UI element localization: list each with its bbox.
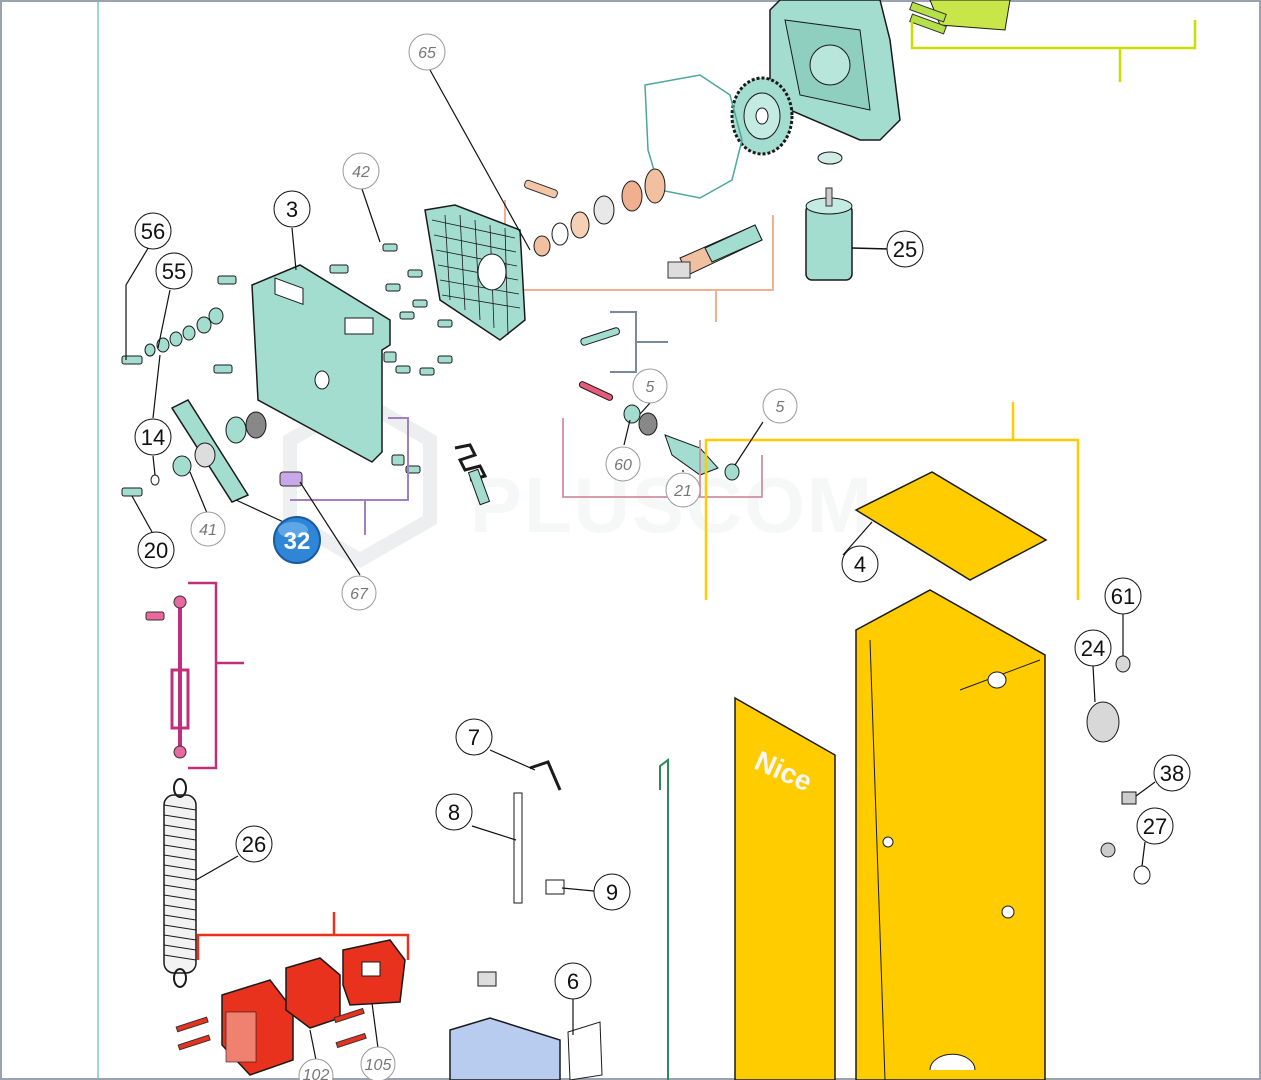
svg-text:26: 26 [242,832,266,857]
callout-c24: 24 [1074,629,1112,667]
callout-c7: 7 [455,718,493,756]
svg-text:27: 27 [1143,814,1167,839]
callout-c5b: 5 [762,388,798,424]
svg-text:56: 56 [141,219,165,244]
red-parts [175,939,406,1076]
gasket [644,74,743,199]
callout-c14: 14 [134,418,172,456]
control-unit [449,1017,561,1080]
svg-text:20: 20 [144,538,168,563]
svg-text:8: 8 [448,800,460,825]
bearing-stack [524,168,666,257]
screws-group [121,243,453,497]
cabinet-door: Nice [734,696,836,1080]
callout-c56: 56 [134,212,172,250]
small-connector [477,971,497,987]
svg-text:7: 7 [468,725,480,750]
part-8-bar [513,792,523,904]
balance-spring [163,778,197,988]
gearbox-housing [769,0,901,141]
svg-text:3: 3 [286,197,298,222]
part-7-lever [529,760,562,791]
callout-c9: 9 [593,873,631,911]
grid-cover-plate [424,204,526,341]
salmon-bracket [504,200,774,322]
selected-badge-label: 32 [284,528,311,555]
svg-text:4: 4 [854,552,866,577]
lever-arm [150,399,267,503]
callout-c26: 26 [235,825,273,863]
part-24-cap [1086,701,1120,743]
callout-c38: 38 [1153,754,1191,792]
part-27-clip [1100,842,1116,858]
selected-part-badge[interactable]: 32 [273,516,321,564]
part-38-nut [1121,791,1137,805]
red-bracket [196,912,410,960]
callout-c105: 105 [360,1046,396,1080]
svg-text:6: 6 [567,969,579,994]
green-cable [659,758,669,1080]
worm-shaft-parts [578,327,740,481]
callout-c42: 42 [342,152,380,190]
callout-c67: 67 [341,575,377,611]
part-6-plate [567,1021,603,1080]
callout-c65: 65 [408,33,446,71]
washer-stack [144,307,224,357]
part-9-bracket [545,879,565,895]
callout-c21: 21 [665,472,701,508]
svg-text:65: 65 [418,45,436,62]
svg-text:14: 14 [141,425,165,450]
part-67-clip [279,471,303,487]
yellow-bracket [704,402,1080,600]
green-pcb-part [909,0,1011,35]
callout-c3: 3 [273,190,311,228]
svg-text:24: 24 [1081,636,1105,661]
callout-c4: 4 [841,545,879,583]
callout-c20: 20 [137,531,175,569]
callout-c6: 6 [554,962,592,1000]
callout-c55: 55 [155,252,193,290]
callout-c102: 102 [298,1058,334,1080]
svg-text:25: 25 [893,237,917,262]
svg-text:21: 21 [673,483,692,500]
callout-c8: 8 [435,793,473,831]
cabinet-lid [854,471,1048,581]
small-spring [454,443,491,506]
tension-rod [145,595,190,759]
svg-text:67: 67 [350,586,369,603]
callout-c61: 61 [1104,577,1142,615]
svg-text:9: 9 [606,880,618,905]
svg-text:60: 60 [614,457,632,474]
cabinet-body [855,589,1046,1080]
part-61-washer [1115,655,1131,673]
lime-bracket [910,20,1197,82]
purple-bracket [290,417,409,535]
svg-text:105: 105 [365,1057,392,1074]
callout-c25: 25 [886,230,924,268]
svg-text:55: 55 [162,259,186,284]
callout-c27: 27 [1136,807,1174,845]
callout-c60: 60 [605,446,641,482]
svg-text:41: 41 [199,522,217,539]
washer [817,151,843,165]
large-gear [730,76,794,156]
svg-text:42: 42 [352,164,370,181]
callout-c5a: 5 [632,368,668,404]
svg-text:102: 102 [303,1067,330,1080]
callout-c41: 41 [190,511,226,547]
svg-text:5: 5 [776,399,785,416]
watermark-text: PLUSCOM [470,461,874,549]
main-frame-plate [251,264,391,463]
output-shaft [667,224,763,279]
svg-text:61: 61 [1111,584,1135,609]
svg-text:5: 5 [646,379,655,396]
motor-capacitor [805,187,853,281]
leader-lines [125,69,1156,1061]
svg-text:38: 38 [1160,761,1184,786]
steel-bracket [610,311,668,373]
pink-bracket [188,581,244,770]
